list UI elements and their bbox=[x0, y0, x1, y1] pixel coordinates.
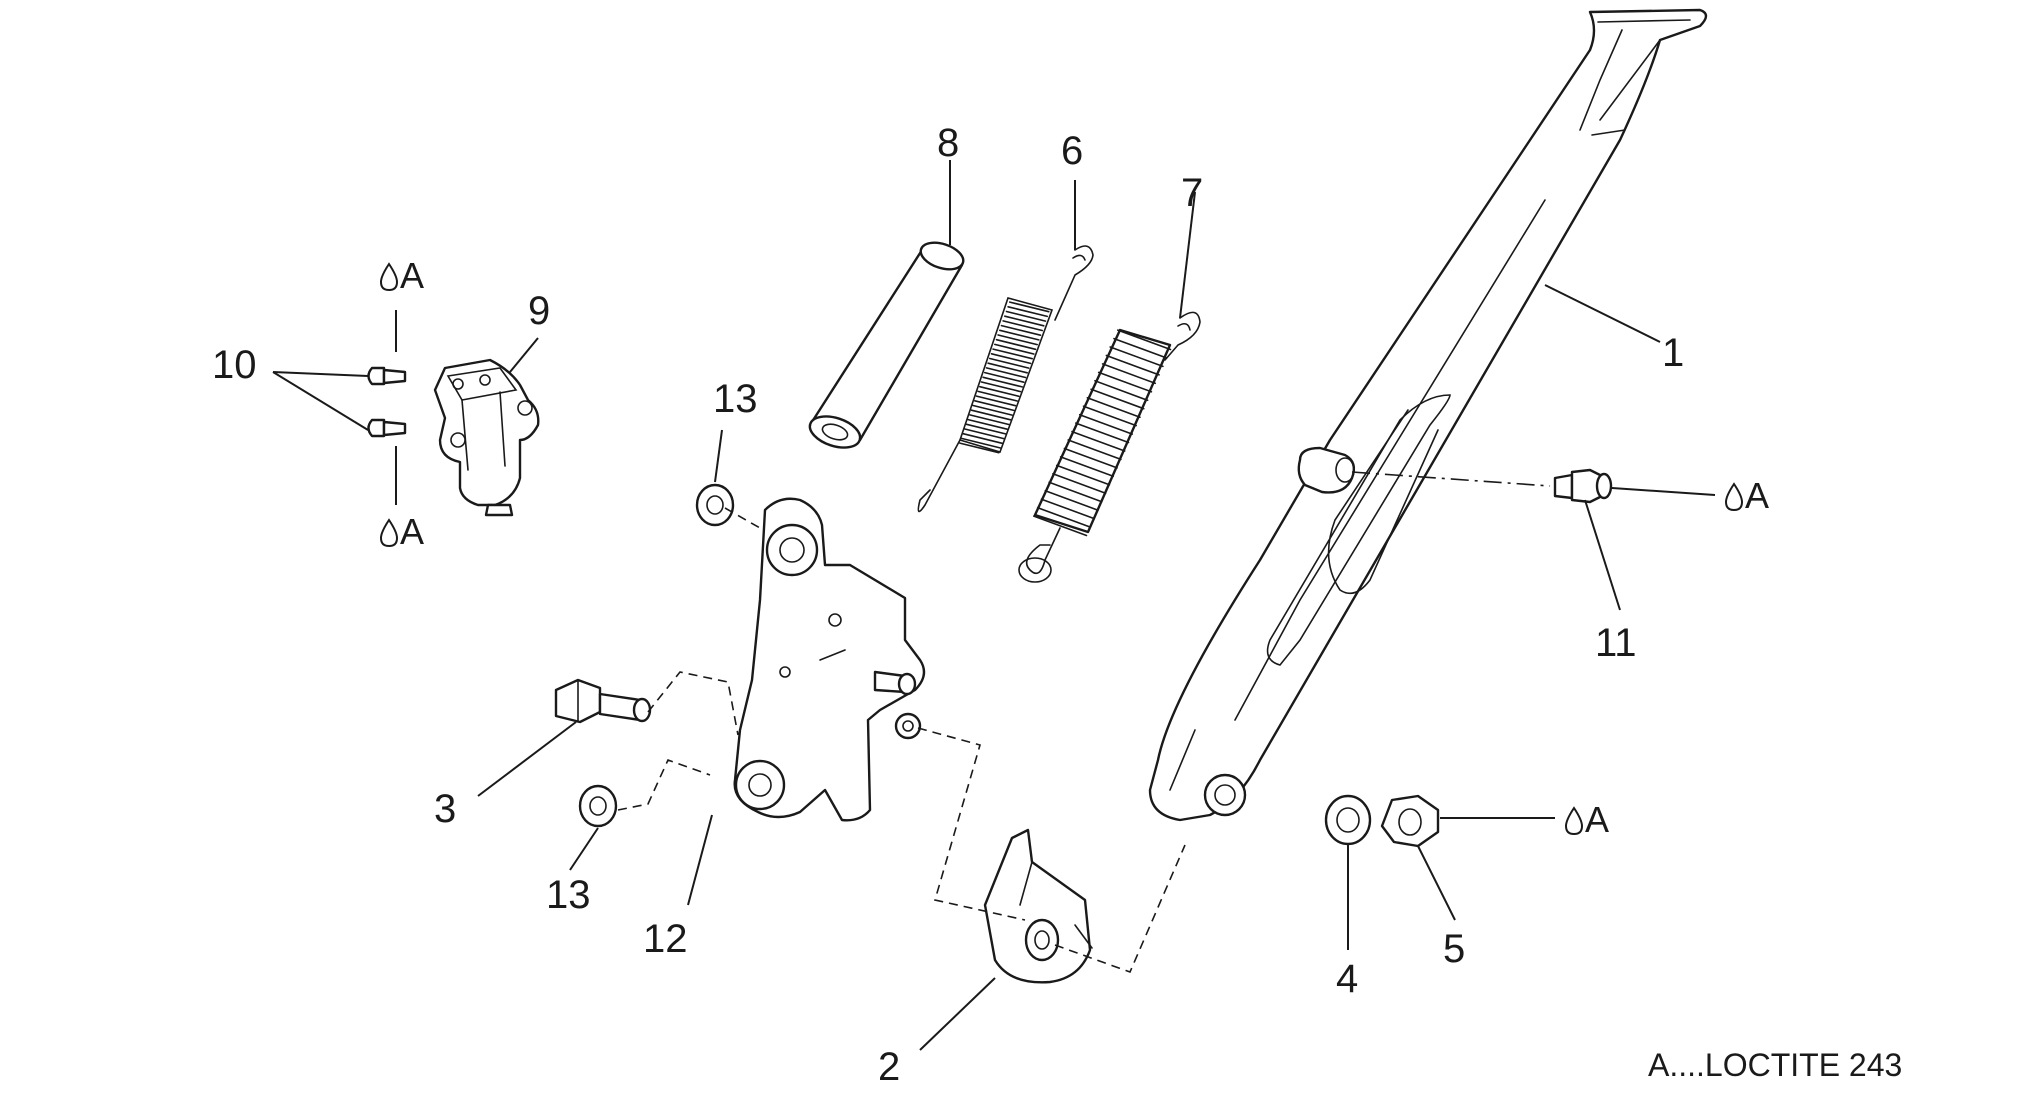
large-spring bbox=[1018, 311, 1201, 583]
callout-7: 7 bbox=[1181, 171, 1203, 215]
spring-coil bbox=[1113, 337, 1168, 359]
stand-stud bbox=[1553, 468, 1613, 504]
spring-coil bbox=[978, 385, 1020, 398]
spring-coil bbox=[975, 395, 1017, 407]
callout-2: 2 bbox=[878, 1045, 900, 1089]
side-stand-switch bbox=[433, 358, 540, 517]
spring-coil bbox=[1086, 396, 1141, 419]
spring-coil bbox=[988, 357, 1030, 369]
spring-coil bbox=[1063, 447, 1118, 469]
spring-coil bbox=[1002, 320, 1043, 332]
callout-3: 3 bbox=[434, 787, 456, 831]
spring-coil bbox=[1005, 310, 1047, 322]
loctite-tag: A bbox=[400, 255, 424, 296]
callout-6: 6 bbox=[1061, 129, 1083, 173]
drop-icon bbox=[1724, 482, 1744, 512]
callout-5: 5 bbox=[1443, 927, 1465, 971]
spring-coil bbox=[993, 343, 1035, 355]
spring-coil bbox=[963, 428, 1005, 440]
callout-13-lower: 13 bbox=[546, 873, 591, 917]
spring-coil bbox=[997, 334, 1038, 346]
spring-coil bbox=[970, 409, 1012, 421]
washer-lower bbox=[578, 784, 618, 828]
spring-coil bbox=[968, 414, 1010, 426]
side-stand-leg bbox=[1148, 8, 1708, 822]
small-spring bbox=[917, 245, 1094, 513]
spring-coil bbox=[1059, 456, 1114, 478]
washer-upper bbox=[695, 483, 735, 527]
spring-coil bbox=[1036, 506, 1092, 528]
spring-coil bbox=[1101, 363, 1156, 385]
drop-icon bbox=[379, 262, 399, 292]
spring-coil bbox=[962, 432, 1004, 445]
callout-13-upper: 13 bbox=[713, 377, 758, 421]
spring-coil bbox=[973, 399, 1015, 412]
spring-coil bbox=[1000, 324, 1042, 337]
spring-coil bbox=[995, 338, 1037, 351]
stand-washer bbox=[1324, 794, 1372, 846]
callout-8: 8 bbox=[937, 121, 959, 165]
spring-coil bbox=[1008, 301, 1050, 313]
spring-coil bbox=[1109, 346, 1164, 368]
spring-coil bbox=[1052, 472, 1107, 495]
spring-coil bbox=[985, 367, 1027, 379]
spring-coil bbox=[1055, 464, 1111, 486]
loctite-marker-nut: A bbox=[1564, 799, 1609, 840]
loctite-marker-upper-left: A bbox=[379, 255, 424, 296]
spring-coil bbox=[977, 390, 1019, 402]
spring-coil bbox=[1097, 371, 1153, 393]
spring-coil bbox=[1007, 305, 1048, 318]
stand-nut bbox=[1380, 794, 1440, 848]
spring-coil bbox=[987, 362, 1028, 374]
spring-coil bbox=[980, 381, 1022, 393]
spring-coil bbox=[1040, 498, 1095, 520]
spring-coil bbox=[998, 329, 1040, 341]
switch-screws bbox=[367, 366, 407, 438]
callout-9: 9 bbox=[528, 289, 550, 333]
callout-10: 10 bbox=[212, 343, 257, 387]
spring-coil bbox=[1067, 439, 1122, 461]
spring-coil bbox=[1090, 388, 1145, 410]
spring-coil bbox=[965, 423, 1007, 435]
spring-coil bbox=[983, 371, 1025, 384]
leader-lines bbox=[272, 160, 1716, 1051]
pivot-bolt bbox=[554, 678, 652, 724]
loctite-tag: A bbox=[1745, 475, 1769, 516]
spring-coil bbox=[1075, 422, 1130, 444]
assembly-lines bbox=[617, 471, 1551, 974]
spring-coil bbox=[1082, 405, 1137, 427]
loctite-marker-lower-left: A bbox=[379, 511, 424, 552]
loctite-tag: A bbox=[400, 511, 424, 552]
loctite-tag: A bbox=[1585, 799, 1609, 840]
spring-coil bbox=[1078, 413, 1134, 435]
spring-coil bbox=[990, 352, 1032, 365]
spring-coil bbox=[1094, 379, 1149, 402]
spring-coil bbox=[1003, 315, 1045, 327]
spring-coil bbox=[1048, 481, 1103, 503]
spring-coil bbox=[960, 437, 1002, 449]
spring-coil bbox=[1071, 430, 1126, 452]
spring-coil bbox=[1044, 489, 1099, 512]
callout-11: 11 bbox=[1595, 621, 1637, 665]
loctite-marker-stud: A bbox=[1724, 475, 1769, 516]
spring-coil bbox=[972, 404, 1014, 416]
actuator-plate bbox=[983, 828, 1093, 984]
callout-12: 12 bbox=[643, 917, 688, 961]
spring-coil bbox=[992, 348, 1033, 360]
drop-icon bbox=[379, 518, 399, 548]
loctite-footnote: A....LOCTITE 243 bbox=[1648, 1047, 1902, 1083]
spring-coil bbox=[1117, 329, 1172, 351]
spring-coil bbox=[1033, 515, 1088, 537]
callout-4: 4 bbox=[1336, 957, 1358, 1001]
spring-coil bbox=[958, 442, 1000, 454]
spring-coil bbox=[1105, 354, 1160, 376]
drop-icon bbox=[1564, 806, 1584, 836]
switch-bracket-plate bbox=[733, 497, 926, 822]
spring-coil bbox=[982, 376, 1024, 388]
spring-coil bbox=[967, 418, 1009, 431]
spacer-tube bbox=[808, 241, 965, 449]
callout-numbers: 1 2 3 4 5 6 7 8 9 10 11 12 13 13 bbox=[212, 121, 1684, 1089]
callout-1: 1 bbox=[1662, 331, 1684, 375]
